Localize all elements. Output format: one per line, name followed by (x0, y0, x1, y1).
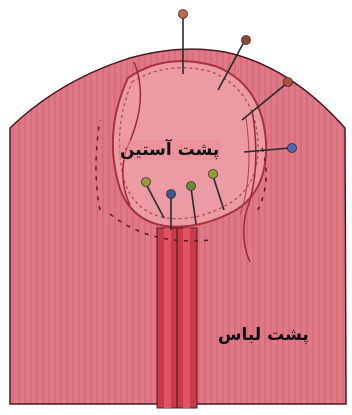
center-seam-strip (157, 228, 197, 408)
dress-back-label: پشت لباس (218, 325, 309, 345)
sleeve-back-label: پشت آستین (118, 140, 221, 160)
